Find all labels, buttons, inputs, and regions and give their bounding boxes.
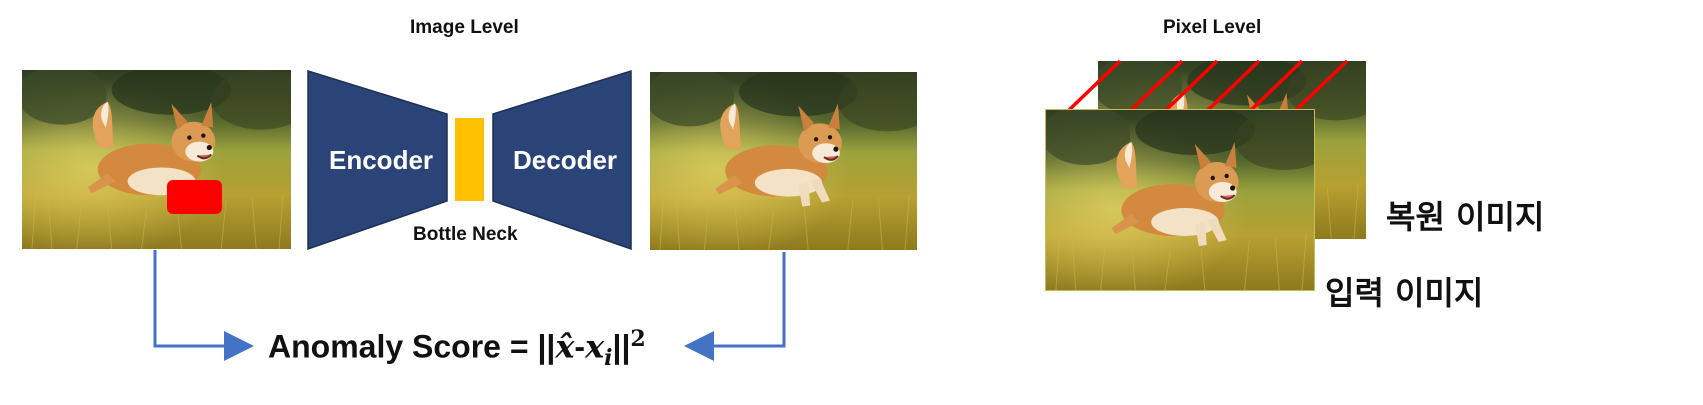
encoder-label: Encoder xyxy=(329,145,434,175)
input-image xyxy=(22,70,291,249)
anomaly-score-formula: Anomaly Score = ||x̂-xi||2 xyxy=(268,326,646,371)
exponent: 2 xyxy=(630,326,646,352)
autoencoder-diagram xyxy=(307,69,632,251)
minus: - xyxy=(574,328,586,365)
pixel-level-title: Pixel Level xyxy=(1163,17,1262,38)
score-arrows xyxy=(153,250,786,361)
x-subscript: i xyxy=(604,345,613,372)
left-arrow xyxy=(153,250,254,361)
score-prefix: Anomaly Score = xyxy=(268,328,538,365)
decoder-label: Decoder xyxy=(513,145,618,175)
bottleneck-block xyxy=(455,118,484,201)
corgi-photo-icon xyxy=(650,72,917,250)
corgi-photo-icon xyxy=(22,70,291,249)
norm-bar-left: || xyxy=(537,328,556,365)
reconstructed-image xyxy=(650,72,917,250)
input-image-label: 입력 이미지 xyxy=(1325,274,1484,312)
pixel-input-image xyxy=(1046,110,1314,290)
corgi-photo-icon xyxy=(1046,110,1314,290)
norm-bar-right: || xyxy=(612,328,631,365)
bottleneck-label: Bottle Neck xyxy=(413,224,518,245)
anomaly-region xyxy=(167,180,222,214)
diff-stripes xyxy=(1066,59,1349,113)
x-hat: x̂ xyxy=(555,327,575,366)
right-arrow xyxy=(684,252,786,361)
reconstructed-image-label: 복원 이미지 xyxy=(1386,198,1545,236)
encoder-block xyxy=(307,69,448,251)
decoder-block xyxy=(492,69,632,251)
image-level-title: Image Level xyxy=(410,17,519,38)
x-var: x xyxy=(585,327,605,366)
